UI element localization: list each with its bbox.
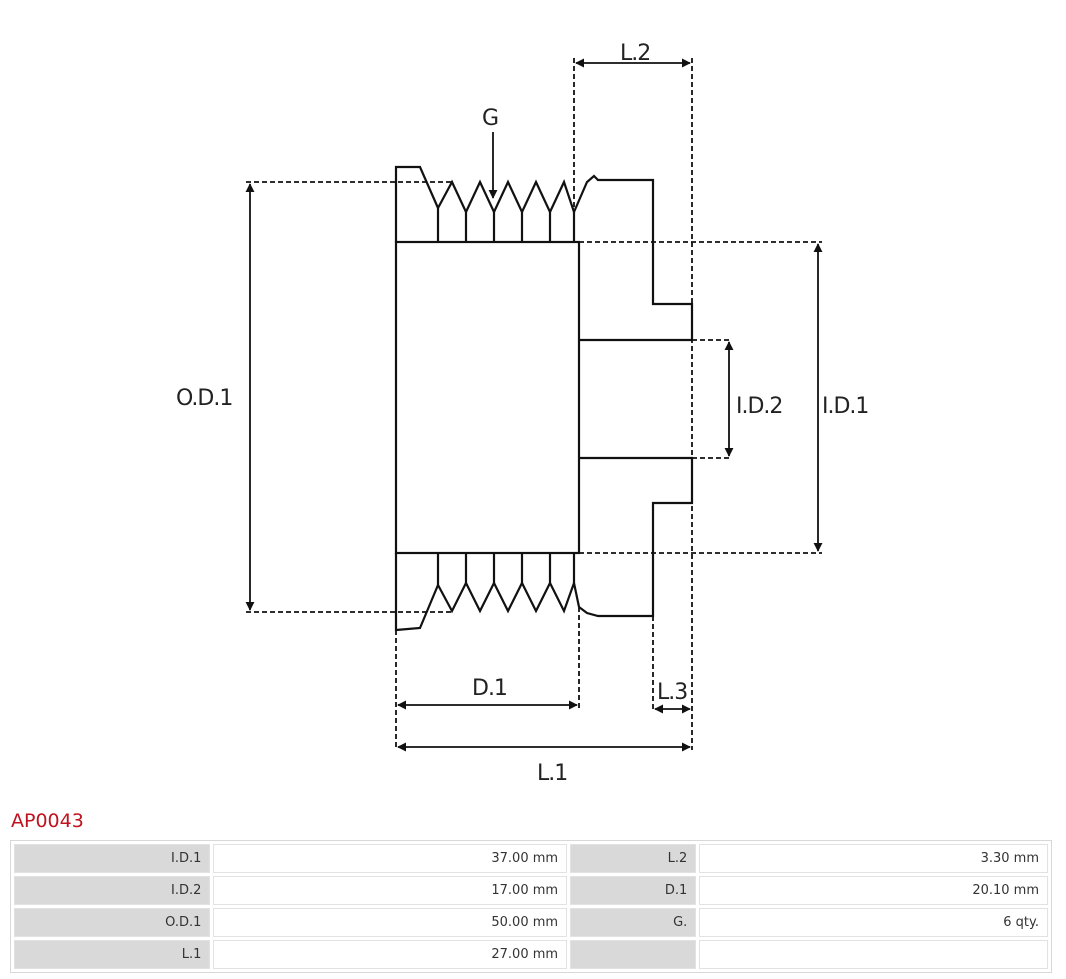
dimension-labels: L.2 G O.D.1 I.D.2 I.D.1 D.1 L.3 L.1 (176, 41, 869, 786)
spec-value: 3.30 mm (699, 844, 1048, 873)
spec-key: O.D.1 (14, 908, 211, 937)
spec-key: L.1 (14, 940, 211, 969)
spec-value: 50.00 mm (213, 908, 568, 937)
pulley-diagram: L.2 G O.D.1 I.D.2 I.D.1 D.1 L.3 L.1 (176, 41, 869, 786)
spec-key: G. (570, 908, 697, 937)
spec-value: 20.10 mm (699, 876, 1048, 905)
table-row: I.D.1 37.00 mm L.2 3.30 mm (14, 844, 1048, 873)
table-row: I.D.2 17.00 mm D.1 20.10 mm (14, 876, 1048, 905)
spec-key: I.D.2 (14, 876, 211, 905)
dimension-lines (245, 58, 823, 752)
part-code-title: AP0043 (11, 810, 84, 832)
label-od1: O.D.1 (176, 386, 232, 411)
spec-value: 6 qty. (699, 908, 1048, 937)
spec-value: 17.00 mm (213, 876, 568, 905)
label-l1: L.1 (537, 761, 567, 786)
spec-value: 37.00 mm (213, 844, 568, 873)
label-l2: L.2 (620, 41, 650, 66)
pulley-outline (394, 165, 694, 632)
spec-key: D.1 (570, 876, 697, 905)
label-l3: L.3 (657, 680, 687, 705)
label-id2: I.D.2 (736, 394, 782, 419)
spec-key: L.2 (570, 844, 697, 873)
spec-value: 27.00 mm (213, 940, 568, 969)
spec-value (699, 940, 1048, 969)
spec-key (570, 940, 697, 969)
table-row: L.1 27.00 mm (14, 940, 1048, 969)
table-row: O.D.1 50.00 mm G. 6 qty. (14, 908, 1048, 937)
spec-table: I.D.1 37.00 mm L.2 3.30 mm I.D.2 17.00 m… (10, 840, 1052, 973)
label-id1: I.D.1 (822, 394, 868, 419)
label-d1: D.1 (472, 676, 507, 701)
label-g: G (482, 106, 498, 131)
spec-key: I.D.1 (14, 844, 211, 873)
